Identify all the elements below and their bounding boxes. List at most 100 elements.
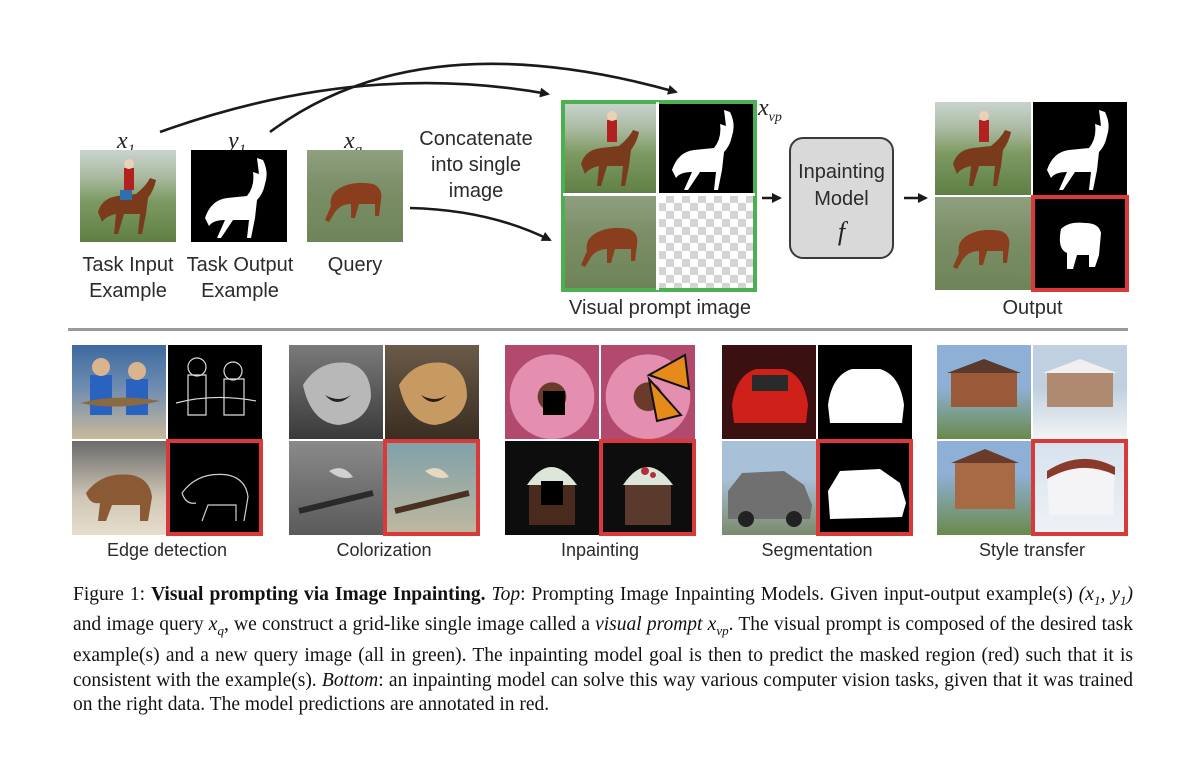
output-task-input-tile: [935, 102, 1031, 195]
style-transfer-label: Style transfer: [978, 540, 1086, 560]
prompt-task-output-tile: [658, 102, 753, 195]
inpainting-output-photo: [601, 345, 695, 439]
task-input-image: [80, 150, 176, 242]
inpainting-query-photo: [505, 441, 599, 535]
red-car-illustration: [732, 369, 808, 423]
caption-top-word: Top: [491, 584, 521, 605]
segmentation-panel: [722, 345, 913, 536]
edge-map-illustration: [175, 357, 257, 416]
model-symbol: f: [837, 217, 846, 246]
caption-title: Visual prompting via Image Inpainting.: [151, 584, 486, 605]
segmentation-output-photo: [818, 345, 912, 439]
output-task-output-tile: [1033, 102, 1127, 195]
colorization-output-photo: [385, 345, 479, 439]
cupcake-filled-illustration: [623, 467, 673, 525]
suv-illustration: [728, 471, 812, 527]
inpainting-label: Inpainting: [560, 540, 640, 560]
caption-visual-prompt-term: visual prompt: [595, 614, 703, 636]
var-y1: y1: [228, 128, 246, 158]
caption-part4: . The visual prompt is composed of the d…: [73, 614, 1134, 691]
bird-gray-illustration: [298, 468, 374, 514]
style-input-photo: [937, 345, 1031, 439]
output-query-tile: [935, 197, 1031, 290]
caption-part5: : an inpainting model can solve this way…: [73, 669, 1133, 716]
caption-math-pair: (x1, y1): [1078, 584, 1133, 608]
inpainting-input-photo: [505, 345, 599, 439]
colorization-label: Colorization: [336, 540, 432, 560]
output-label: Output: [1002, 297, 1063, 319]
model-label: Inpainting Model: [798, 161, 885, 210]
horse-rider-illustration: [98, 159, 156, 234]
inpainting-panel: [505, 345, 696, 536]
bird-color-illustration: [394, 468, 470, 514]
grazing-horse-illustration: [953, 229, 1010, 269]
inpainting-prediction-photo: [601, 441, 695, 535]
inpainting-model-box: Inpainting Model f: [789, 137, 894, 259]
segmentation-prediction-photo: [818, 441, 912, 535]
edge-prediction-photo: [168, 441, 262, 535]
task-input-label: Task Input Example: [82, 254, 174, 302]
caption-bottom-word: Bottom: [321, 669, 379, 691]
bear-illustration: [86, 474, 152, 521]
edge-detection-panel: [72, 345, 263, 536]
grid-divider-v: [656, 102, 659, 290]
visual-prompt-label: Visual prompt image: [569, 297, 751, 319]
colorization-query-photo: [289, 441, 383, 535]
car-mask-illustration: [828, 369, 904, 423]
predicted-mask-illustration: [1059, 222, 1101, 269]
edge-input-photo: [72, 345, 166, 439]
caption-figure-number: Figure 1:: [73, 584, 152, 605]
segmentation-label: Segmentation: [761, 540, 873, 560]
flow-arrows: [159, 62, 928, 242]
cougar-gray-illustration: [303, 362, 371, 425]
query-label: Query: [327, 254, 383, 276]
query-image: [307, 150, 403, 242]
building-summer-illustration: [947, 359, 1021, 407]
horse-mask-illustration: [672, 110, 734, 190]
horse-mask-illustration: [1047, 110, 1109, 190]
caption-math-xvp: xvp: [707, 614, 729, 639]
inpainting-input-mask: [543, 391, 565, 415]
butterfly-illustration: [646, 353, 691, 423]
building-illustration: [951, 449, 1019, 509]
var-xvp: xvp: [758, 95, 782, 125]
var-x1: x1: [117, 128, 135, 158]
caption-part3: , we construct a grid-like single image …: [223, 614, 596, 636]
style-prediction-photo: [1033, 441, 1127, 535]
grazing-horse-illustration: [581, 227, 638, 267]
horse-rider-illustration: [581, 111, 639, 186]
output-prediction-tile: [1033, 197, 1127, 290]
horse-rider-illustration: [953, 111, 1011, 186]
task-output-label: Task Output Example: [186, 254, 294, 302]
caption-part1: : Prompting Image Inpainting Models. Giv…: [520, 584, 1079, 605]
caption-part2: and image query: [73, 614, 209, 636]
grazing-horse-illustration: [325, 182, 382, 222]
style-output-photo: [1033, 345, 1127, 439]
edge-output-photo: [168, 345, 262, 439]
grid-divider-h: [563, 193, 755, 196]
edge-query-photo: [72, 441, 166, 535]
section-divider: [68, 328, 1128, 331]
prompt-task-input-tile: [563, 102, 658, 195]
segmentation-input-photo: [722, 345, 816, 439]
edge-detection-label: Edge detection: [106, 540, 228, 560]
building-snow-illustration: [1047, 458, 1115, 515]
prompt-query-tile: [563, 195, 658, 288]
people-with-fish-illustration: [80, 358, 160, 415]
style-transfer-panel: [937, 345, 1128, 536]
arrow-x1-to-prompt: [159, 81, 550, 134]
colorization-panel: [289, 345, 480, 536]
predicted-edge-illustration: [181, 473, 249, 522]
suv-mask-illustration: [828, 469, 906, 519]
cupcake-illustration: [527, 467, 577, 525]
var-xq: xq: [344, 128, 362, 158]
concatenate-label: Concatenate into single image: [419, 128, 533, 202]
task-output-image: [191, 150, 287, 242]
arrow-xq-to-prompt: [409, 206, 552, 242]
colorization-prediction-photo: [385, 441, 479, 535]
colorization-input-photo: [289, 345, 383, 439]
prompt-masked-tile: [658, 195, 753, 288]
style-query-photo: [937, 441, 1031, 535]
caption-math-xq: xq: [208, 614, 224, 639]
building-winter-illustration: [1043, 359, 1117, 407]
